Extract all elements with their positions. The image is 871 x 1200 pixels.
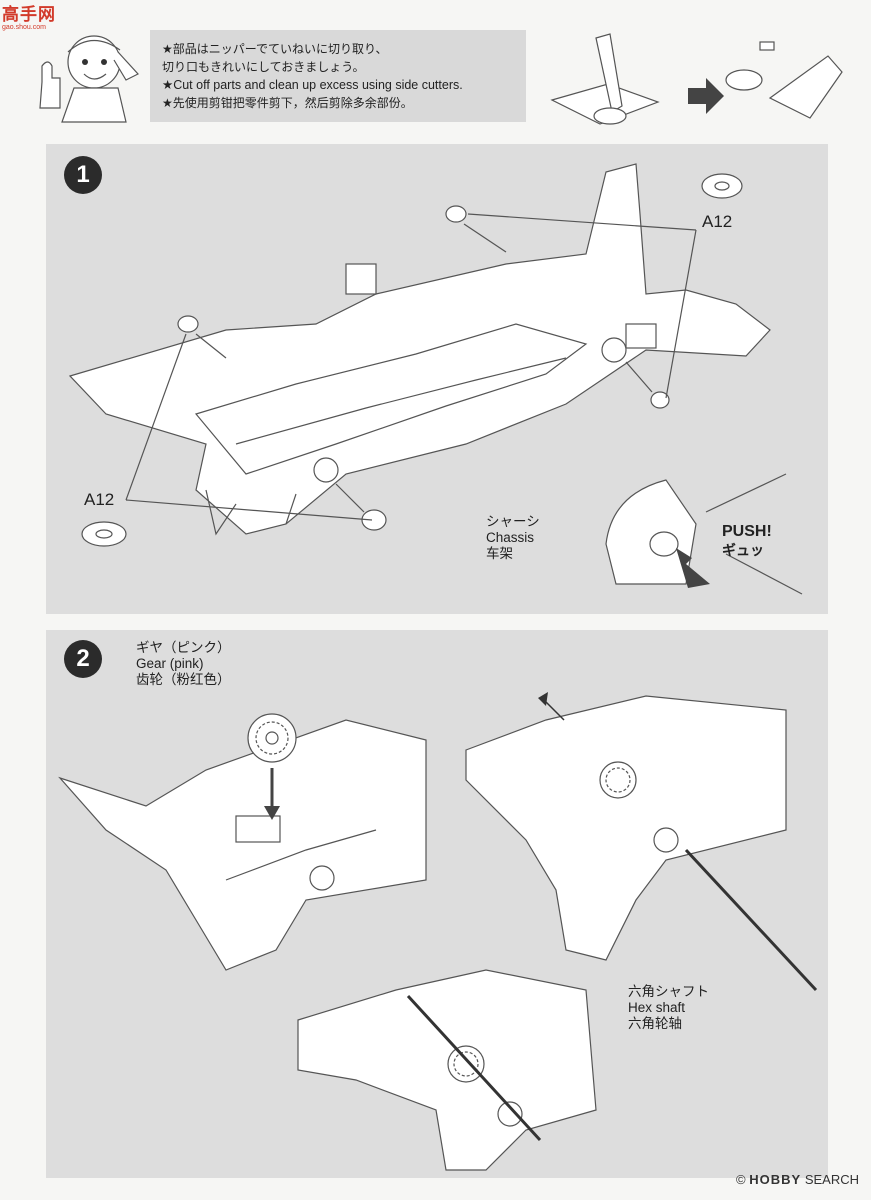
hex-shaft-label: 六角シャフト Hex shaft 六角轮轴 bbox=[628, 984, 709, 1032]
gear-label-en: Gear (pink) bbox=[136, 656, 204, 671]
chassis-label-ja: シャーシ bbox=[486, 514, 540, 529]
copyright-symbol: © bbox=[736, 1172, 746, 1187]
arrow-right-icon bbox=[688, 78, 724, 114]
watermark-title: 高手网 bbox=[2, 5, 56, 24]
hex-shaft-label-ja: 六角シャフト bbox=[628, 984, 709, 999]
gear-icon bbox=[247, 713, 297, 763]
watermark-logo: 高手网 gao.shou.com bbox=[2, 6, 68, 32]
gear-label-ja: ギヤ（ピンク） bbox=[136, 640, 231, 655]
chassis-label: シャーシ Chassis 车架 bbox=[486, 514, 540, 562]
side-cutter-illustration bbox=[550, 33, 843, 125]
footer-suffix: SEARCH bbox=[804, 1172, 859, 1187]
step-2-gear-diagram bbox=[58, 692, 818, 1171]
gear-label-zh: 齿轮（粉红色） bbox=[136, 672, 231, 687]
chassis-label-zh: 车架 bbox=[486, 546, 513, 561]
footer-brand: HOBBY bbox=[749, 1172, 802, 1187]
bearing-icon bbox=[650, 391, 670, 409]
chassis-label-en: Chassis bbox=[486, 530, 535, 545]
step-1-chassis-diagram bbox=[68, 163, 803, 595]
bearing-icon bbox=[361, 509, 387, 531]
step-2-number: 2 bbox=[64, 640, 102, 678]
gear-icon bbox=[447, 1045, 485, 1083]
bearing-icon bbox=[445, 205, 467, 223]
step-1-number: 1 bbox=[64, 156, 102, 194]
hex-shaft-icon bbox=[684, 848, 818, 992]
gear-icon bbox=[599, 761, 637, 799]
side-cutter-icon bbox=[595, 33, 623, 113]
push-label: PUSH! ギュッ bbox=[722, 522, 772, 560]
tip-line-zh: ★先使用剪钳把零件剪下，然后剪除多余部份。 bbox=[162, 96, 413, 110]
mascot-icon bbox=[39, 35, 139, 123]
tip-line-en: ★Cut off parts and clean up excess using… bbox=[162, 78, 463, 92]
watermark-subtitle: gao.shou.com bbox=[2, 24, 46, 31]
push-arrow-icon bbox=[676, 548, 710, 588]
push-label-ja: ギュッ bbox=[722, 542, 764, 558]
bearing-icon bbox=[593, 107, 627, 125]
cutting-tip-box: ★部品はニッパーでていねいに切り取り、 切り口もきれいにしておきましょう。 ★C… bbox=[150, 30, 526, 122]
part-a12-top-label: A12 bbox=[702, 212, 733, 231]
tip-line-ja-2: 切り口もきれいにしておきましょう。 bbox=[162, 60, 365, 74]
bearing-icon bbox=[177, 315, 199, 333]
hex-shaft-label-en: Hex shaft bbox=[628, 1000, 686, 1015]
tip-line-ja-1: ★部品はニッパーでていねいに切り取り、 bbox=[162, 42, 388, 56]
push-label-en: PUSH! bbox=[722, 523, 772, 540]
hex-shaft-icon bbox=[406, 994, 542, 1142]
hex-shaft-label-zh: 六角轮轴 bbox=[628, 1016, 682, 1031]
gear-label: ギヤ（ピンク） Gear (pink) 齿轮（粉红色） bbox=[136, 640, 231, 688]
hobby-search-watermark: © HOBBY SEARCH bbox=[736, 1172, 859, 1187]
part-a12-left-label: A12 bbox=[84, 490, 115, 509]
